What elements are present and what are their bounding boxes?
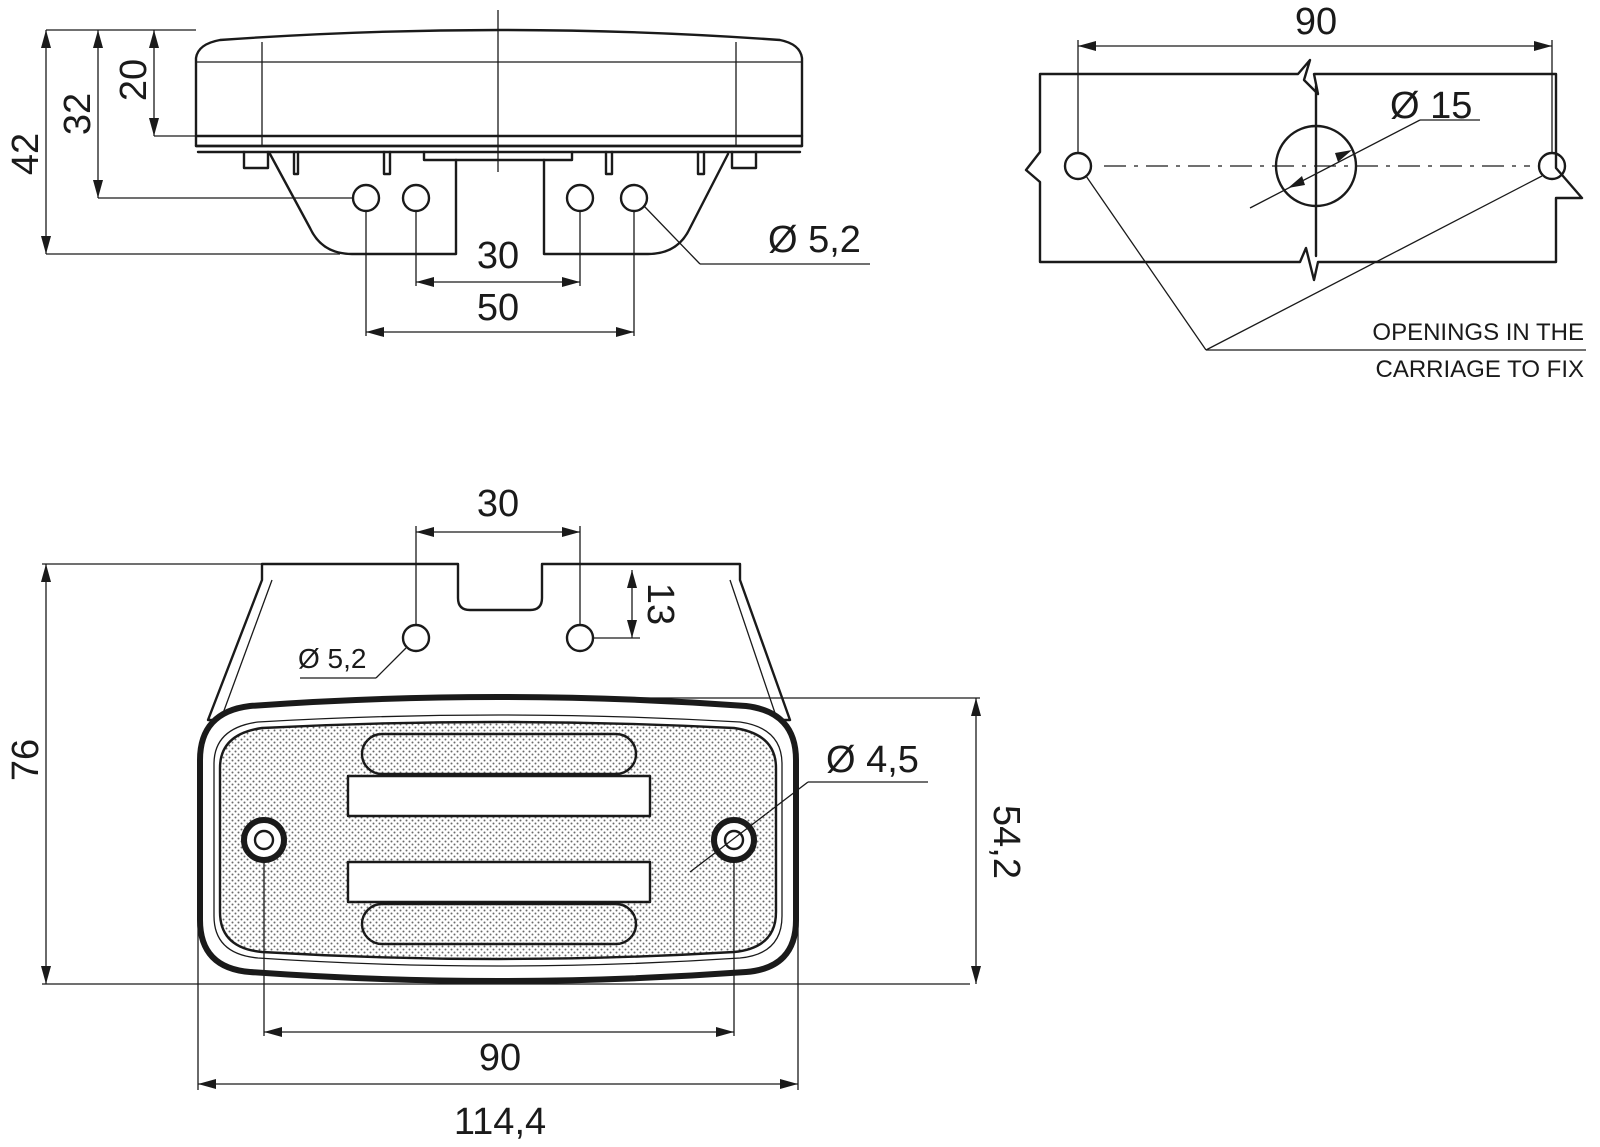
dim-front-30: 30: [477, 483, 519, 525]
dim-front-bracket-hole-diameter: Ø 5,2: [298, 643, 366, 674]
side-hole-1: [351, 183, 381, 213]
dim-front-54-2: 54,2: [985, 805, 1027, 879]
carriage-note-line1: OPENINGS IN THE: [1372, 319, 1584, 346]
front-bracket: [206, 562, 792, 722]
dim-side-42: 42: [5, 133, 47, 175]
carriage-plate-outline: [1024, 58, 1584, 282]
side-bracket-left: [268, 152, 458, 256]
dim-front-90: 90: [479, 1037, 521, 1079]
dim-side-30: 30: [477, 235, 519, 277]
dim-front-mount-hole-diameter: Ø 4,5: [826, 739, 919, 781]
side-hole-4: [619, 183, 649, 213]
dim-side-32: 32: [57, 93, 99, 135]
front-window-bottom: [360, 902, 638, 946]
carriage-note-line2: CARRIAGE TO FIX: [1376, 356, 1585, 383]
dim-front-13: 13: [639, 583, 681, 625]
front-bracket-hole-left: [401, 623, 431, 653]
carriage-view: Ø 15 90 OPENINGS IN THE CARRIAGE TO FIX: [1024, 1, 1586, 383]
front-mount-hole-left: [241, 817, 287, 863]
side-view: 42 32 20 30 50 Ø 5,2: [5, 10, 870, 337]
front-window-upper: [346, 774, 652, 818]
front-window-lower: [346, 860, 652, 904]
dim-front-114-4: 114,4: [454, 1101, 546, 1143]
front-view: 30 13 Ø 5,2 Ø 4,5 76 54,2 90: [5, 483, 1027, 1143]
dim-carriage-90: 90: [1295, 1, 1337, 43]
front-window-top: [360, 732, 638, 776]
dim-front-76: 76: [5, 739, 47, 781]
dim-side-50: 50: [477, 287, 519, 329]
side-lamp-body: [194, 28, 804, 148]
front-bracket-hole-right: [565, 623, 595, 653]
side-hole-3: [565, 183, 595, 213]
carriage-hole-left: [1063, 151, 1093, 181]
side-bracket-right: [542, 152, 730, 256]
dim-center-hole-diameter: Ø 15: [1390, 85, 1472, 127]
side-hole-2: [401, 183, 431, 213]
dim-side-hole-diameter: Ø 5,2: [768, 219, 861, 261]
carriage-hole-right: [1537, 151, 1567, 181]
dim-side-20: 20: [113, 59, 155, 101]
front-mount-hole-right: [711, 817, 757, 863]
